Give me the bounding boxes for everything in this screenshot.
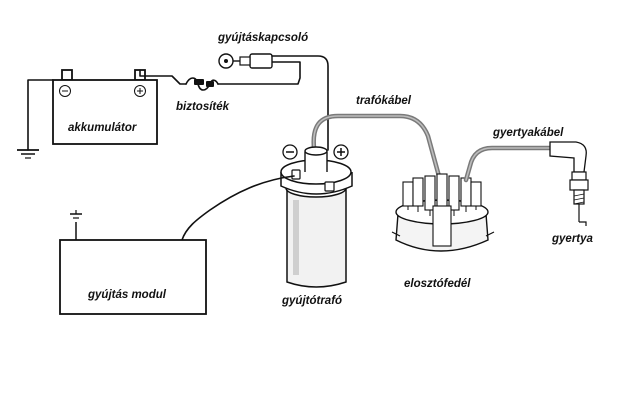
fuse: biztosíték <box>176 77 230 113</box>
battery-ground-symbol <box>17 79 54 159</box>
distributor-cap-label: elosztófedél <box>404 278 471 290</box>
ignition-switch: gyújtáskapcsoló <box>217 32 308 69</box>
battery: akkumulátor <box>52 69 158 145</box>
fuse-label: biztosíték <box>176 101 230 113</box>
coil-cable-label: trafókábel <box>356 95 412 107</box>
spark-plug: gyertya <box>549 141 594 245</box>
ignition-coil-label: gyújtótrafó <box>281 295 342 307</box>
spark-plug-label: gyertya <box>551 233 594 245</box>
ignition-module: gyújtás modul <box>59 210 207 315</box>
distributor-cap: elosztófedél <box>391 173 495 290</box>
battery-label: akkumulátor <box>68 122 137 134</box>
ignition-coil: gyújtótrafó <box>280 144 353 307</box>
plug-cable-label: gyertyakábel <box>492 127 564 139</box>
ignition-switch-label: gyújtáskapcsoló <box>217 32 308 44</box>
plug-cable: gyertyakábel <box>463 127 564 183</box>
ignition-module-label: gyújtás modul <box>87 289 167 301</box>
coil-cable: trafókábel <box>311 95 443 183</box>
